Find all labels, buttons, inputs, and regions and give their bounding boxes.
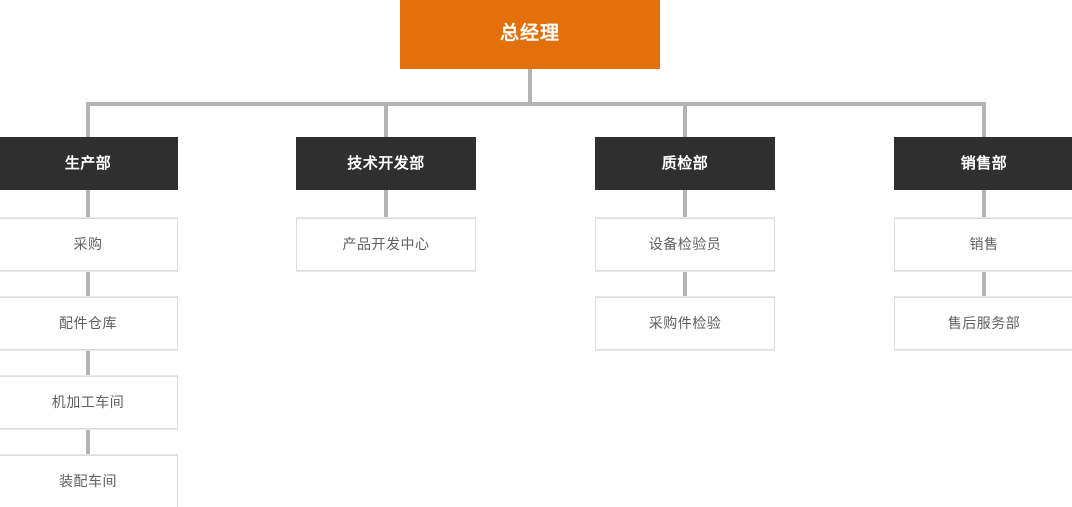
connector-bus-to-dept-1 <box>86 102 90 139</box>
connector-dept1-to-child1 <box>86 190 90 220</box>
connector-horizontal-bus <box>86 102 986 106</box>
connector-child2-to-child3 <box>86 350 90 378</box>
node-dept-sales[interactable]: 销售部 <box>894 137 1072 190</box>
connector-dept2-to-child1 <box>384 190 388 220</box>
connector-bus-to-dept-3 <box>683 102 687 139</box>
node-purchased-parts-inspection[interactable]: 采购件检验 <box>595 297 775 350</box>
node-after-sales-service-dept[interactable]: 售后服务部 <box>894 297 1072 350</box>
connector-root-drop <box>528 69 532 104</box>
connector-bus-to-dept-2 <box>384 102 388 139</box>
connector-c4child1-to-child2 <box>982 271 986 299</box>
connector-bus-to-dept-4 <box>982 102 986 139</box>
connector-c3child1-to-child2 <box>683 271 687 299</box>
node-purchasing[interactable]: 采购 <box>0 218 178 271</box>
node-parts-warehouse[interactable]: 配件仓库 <box>0 297 178 350</box>
node-equipment-inspector[interactable]: 设备检验员 <box>595 218 775 271</box>
node-dept-technology-development[interactable]: 技术开发部 <box>296 137 476 190</box>
node-assembly-workshop[interactable]: 装配车间 <box>0 455 178 507</box>
node-sales[interactable]: 销售 <box>894 218 1072 271</box>
node-product-development-center[interactable]: 产品开发中心 <box>296 218 476 271</box>
node-general-manager[interactable]: 总经理 <box>400 0 660 69</box>
node-dept-production[interactable]: 生产部 <box>0 137 178 190</box>
node-machining-workshop[interactable]: 机加工车间 <box>0 376 178 429</box>
connector-child3-to-child4 <box>86 429 90 457</box>
connector-child1-to-child2 <box>86 271 90 299</box>
connector-dept4-to-child1 <box>982 190 986 220</box>
node-dept-quality-inspection[interactable]: 质检部 <box>595 137 775 190</box>
connector-dept3-to-child1 <box>683 190 687 220</box>
